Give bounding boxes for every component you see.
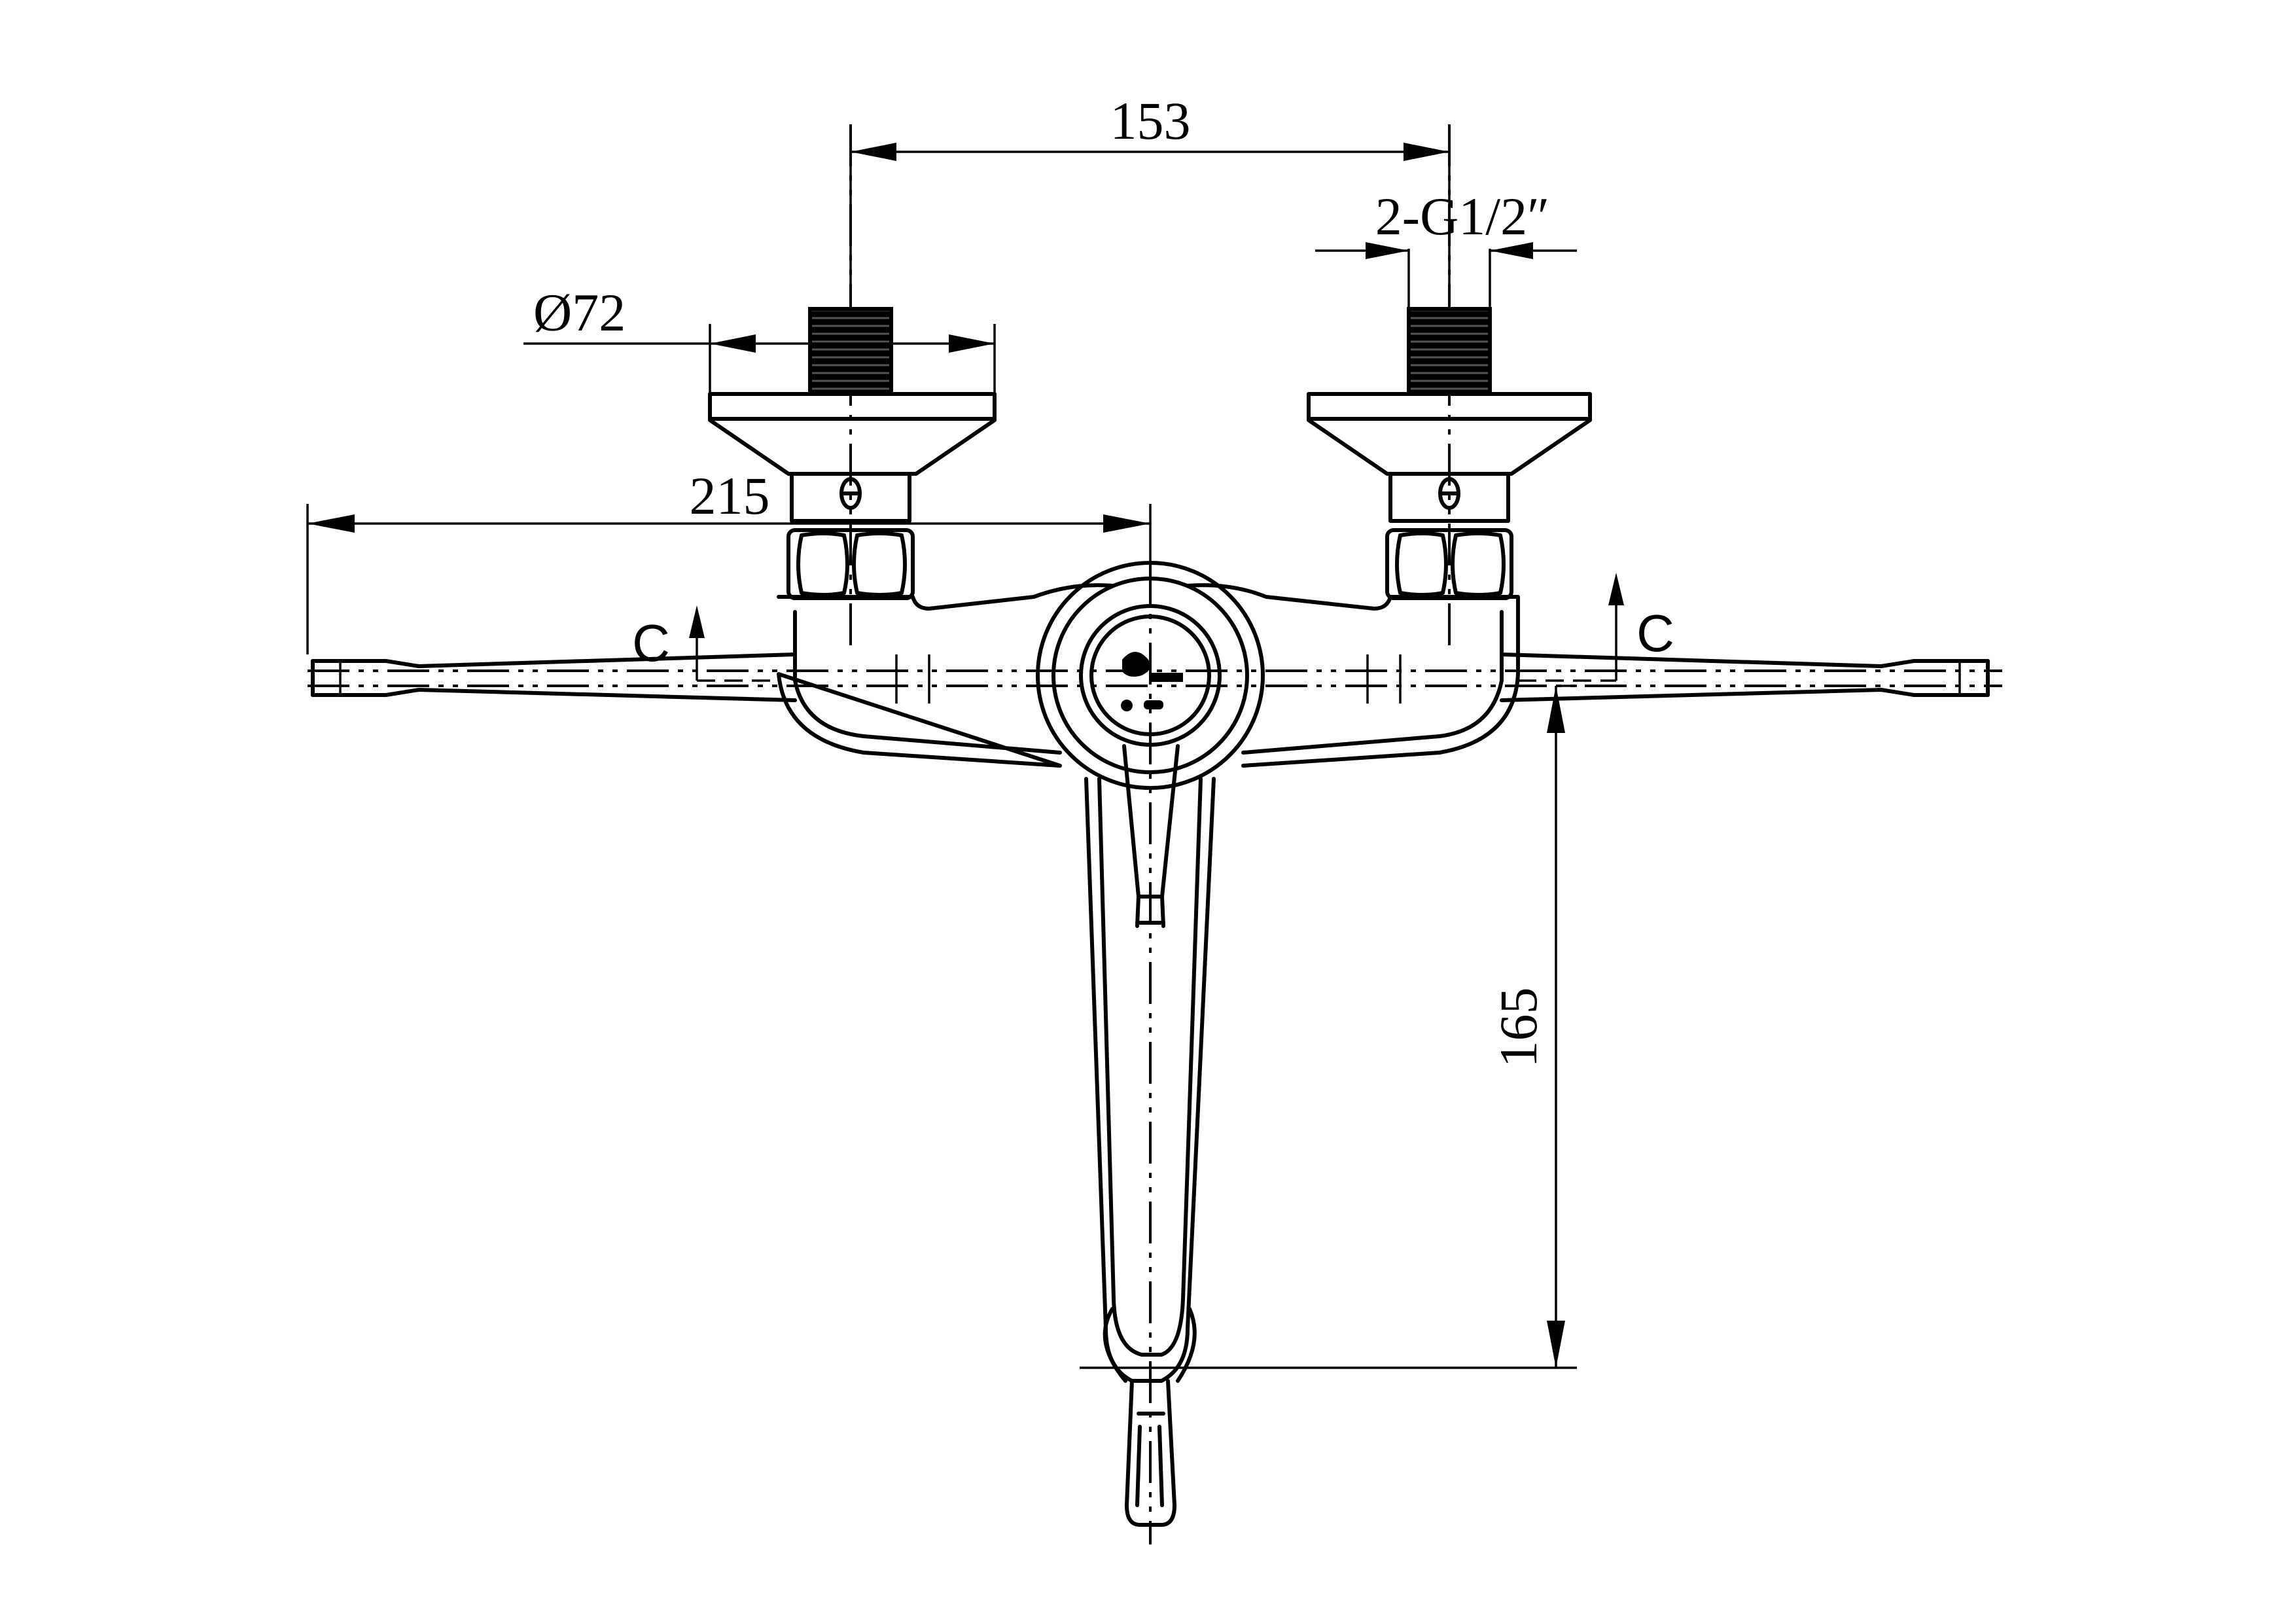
side-outlets <box>311 652 1990 702</box>
left-flange <box>708 392 997 476</box>
dimension-flange-diameter: Ø72 <box>523 283 996 393</box>
spout-tip <box>1125 1379 1176 1527</box>
section-label-left: C <box>632 614 670 672</box>
spout-height-label: 165 <box>1489 988 1548 1068</box>
logo-icon <box>1121 652 1183 711</box>
mixer-body <box>777 561 1520 790</box>
right-thread <box>1407 307 1492 395</box>
dimension-inlet-thread: 2-G1/2″ <box>1315 187 1577 308</box>
dimension-spout-height: 165 <box>1080 685 1577 1369</box>
section-mark-right: C <box>1518 573 1674 682</box>
dimension-overall-width: 215 <box>306 466 1152 654</box>
left-inlet-assembly <box>708 307 997 600</box>
inlet-spacing-label: 153 <box>1110 91 1191 151</box>
overall-width-label: 215 <box>690 466 770 526</box>
right-collar <box>1388 472 1510 523</box>
handle-lever <box>1084 744 1216 1527</box>
right-inlet-assembly <box>1307 307 1592 600</box>
section-label-right: C <box>1636 604 1674 662</box>
left-thread <box>808 307 893 395</box>
dimension-inlet-spacing: 153 <box>849 91 1451 308</box>
section-mark-left: C <box>632 605 779 682</box>
right-flange <box>1307 392 1592 476</box>
left-collar <box>790 472 911 523</box>
inlet-thread-label: 2-G1/2″ <box>1375 187 1549 246</box>
flange-diameter-label: Ø72 <box>533 283 626 342</box>
